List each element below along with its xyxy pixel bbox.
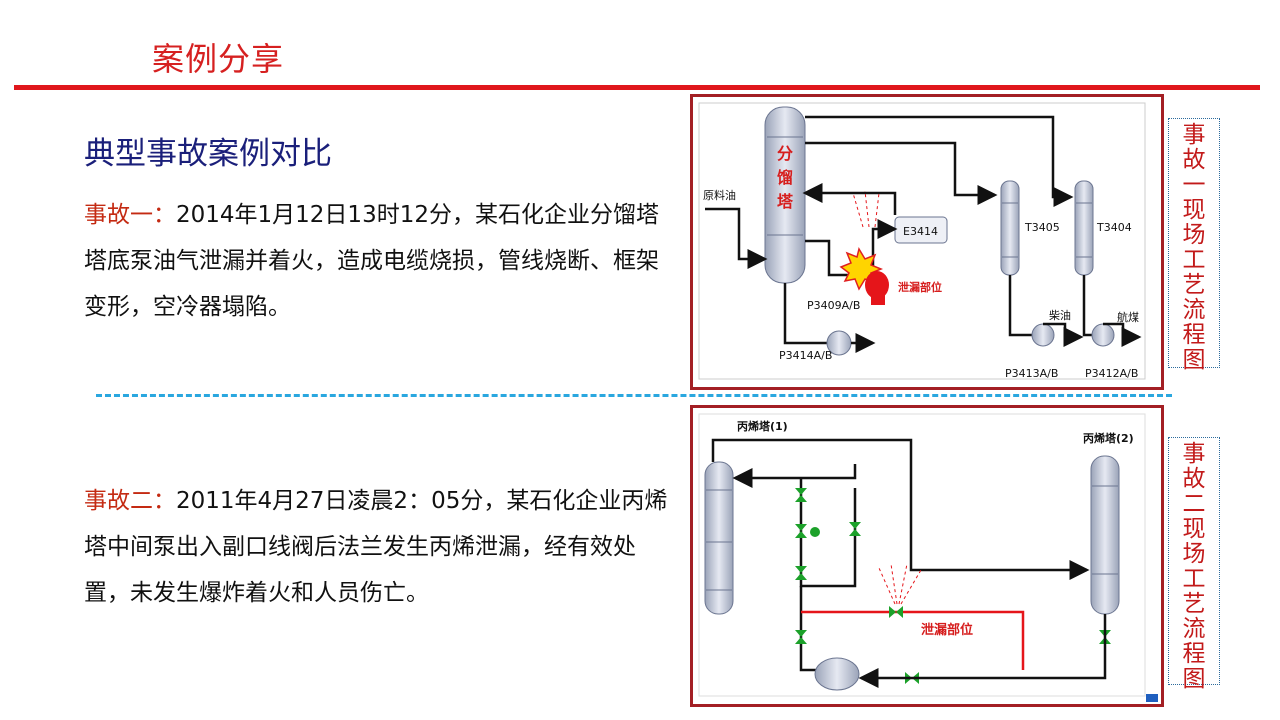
- valve-icon: [795, 488, 807, 502]
- case-two-text: 2011年4月27日凌晨2：05分，某石化企业丙烯塔中间泵出入副口线阀后法兰发生…: [84, 488, 668, 606]
- pump-p3413-icon: [1031, 323, 1055, 347]
- leak-location-label-two: 泄漏部位: [921, 622, 973, 638]
- section-subtitle: 典型事故案例对比: [84, 136, 332, 172]
- column-label-2: 馏: [777, 168, 793, 187]
- tower-one-label: 丙烯塔(1): [737, 419, 788, 433]
- tank-t3404-label: T3404: [1096, 221, 1132, 234]
- diagram-one-side-label: 事故一现场工艺流程图: [1168, 118, 1220, 373]
- pump-p3412-icon: [1091, 323, 1115, 347]
- diagram-two-side-label: 事故二现场工艺流程图: [1168, 437, 1220, 692]
- leak-valve-icon: [889, 606, 903, 618]
- side-label-char: 事: [1182, 122, 1206, 148]
- corner-marker: [1146, 694, 1158, 702]
- side-label-char: 场: [1182, 222, 1206, 248]
- feed-label: 原料油: [703, 188, 736, 202]
- jet-fuel-label: 航煤: [1117, 310, 1139, 324]
- process-diagram-two-svg: 丙烯塔(1) 丙烯塔(2) 泄漏部位: [698, 413, 1146, 697]
- side-label-char: 事: [1182, 441, 1206, 467]
- side-label-char: 工: [1182, 247, 1206, 273]
- side-label-char: 现: [1182, 516, 1206, 542]
- side-label-char: 图: [1182, 347, 1206, 373]
- diagram-frame-two: [698, 413, 1146, 697]
- case-one: 事故一：2014年1月12日13时12分，某石化企业分馏塔塔底泵油气泄漏并着火，…: [84, 192, 674, 330]
- middle-pump-icon: [814, 657, 860, 691]
- side-label-char: 流: [1182, 616, 1206, 642]
- bypass-line: [801, 610, 1025, 670]
- pump-p3409-label: P3409A/B: [807, 299, 860, 312]
- process-diagram-two: 丙烯塔(1) 丙烯塔(2) 泄漏部位: [690, 405, 1164, 707]
- side-label-char: 流: [1182, 297, 1206, 323]
- column-label-1: 分: [777, 144, 793, 163]
- side-label-char: 故: [1182, 466, 1206, 492]
- side-label-char: 一: [1182, 172, 1206, 198]
- valve-icon: [849, 522, 861, 536]
- case-two-label: 事故二：: [84, 488, 176, 514]
- side-label-char: 故: [1182, 147, 1206, 173]
- case-one-label: 事故一：: [84, 202, 176, 228]
- case-two: 事故二：2011年4月27日凌晨2：05分，某石化企业丙烯塔中间泵出入副口线阀后…: [84, 478, 674, 616]
- side-label-char: 工: [1182, 566, 1206, 592]
- propylene-tower-two: [1090, 455, 1120, 615]
- leak-pump-icon: [865, 271, 889, 299]
- diesel-label: 柴油: [1049, 308, 1071, 322]
- pump-p3412-label: P3412A/B: [1085, 367, 1138, 380]
- side-label-char: 二: [1182, 491, 1206, 517]
- tank-t3404: [1074, 180, 1094, 276]
- column-label-3: 塔: [777, 192, 794, 211]
- section-divider: [96, 394, 1172, 397]
- process-diagram-one-svg: 分 馏 塔 原料油 E3414 泄漏部位 P3409A/B P3414A/B: [698, 102, 1146, 380]
- valve-icon: [795, 524, 807, 538]
- valve-icon: [795, 630, 807, 644]
- process-diagram-one: 分 馏 塔 原料油 E3414 泄漏部位 P3409A/B P3414A/B: [690, 94, 1164, 390]
- tower-two-label: 丙烯塔(2): [1083, 431, 1134, 445]
- side-label-char: 图: [1182, 666, 1206, 692]
- valve-icon: [795, 566, 807, 580]
- page-title: 案例分享: [152, 40, 285, 78]
- leak-location-label: 泄漏部位: [898, 280, 942, 294]
- side-label-char: 艺: [1182, 272, 1206, 298]
- pump-p3414-label: P3414A/B: [779, 349, 832, 362]
- side-label-char: 程: [1182, 641, 1206, 667]
- tank-t3405-label: T3405: [1024, 221, 1060, 234]
- title-underline: [14, 85, 1260, 90]
- side-label-char: 艺: [1182, 591, 1206, 617]
- exchanger-label: E3414: [903, 225, 938, 238]
- case-one-text: 2014年1月12日13时12分，某石化企业分馏塔塔底泵油气泄漏并着火，造成电缆…: [84, 202, 659, 320]
- propylene-tower-one: [704, 461, 734, 615]
- side-label-char: 现: [1182, 197, 1206, 223]
- side-label-char: 场: [1182, 541, 1206, 567]
- tank-t3405: [1000, 180, 1020, 276]
- side-label-char: 程: [1182, 322, 1206, 348]
- pump-p3413-label: P3413A/B: [1005, 367, 1058, 380]
